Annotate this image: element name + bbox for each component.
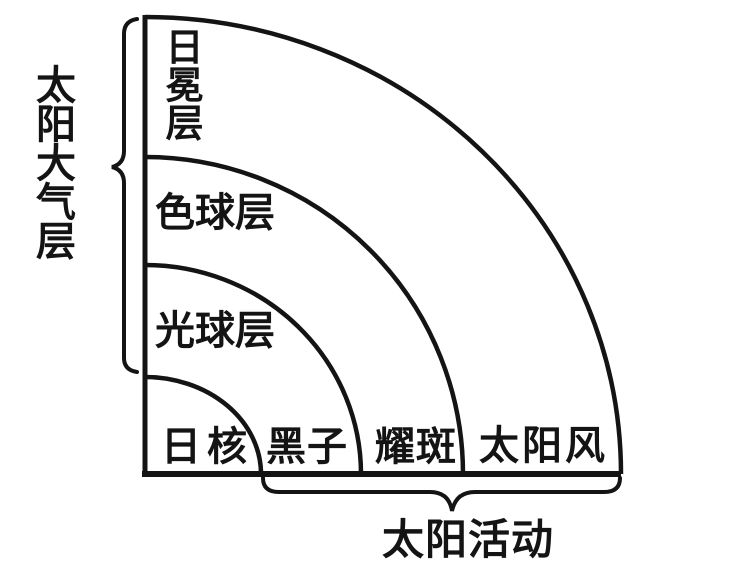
flare-label: 耀斑: [375, 423, 457, 470]
photosphere-layer-label: 光球层: [155, 307, 275, 354]
core-outer-arc: [144, 374, 264, 475]
solar-activity-group-label: 太阳活动: [382, 515, 555, 564]
corona-outer-arc: [144, 14, 624, 475]
solar-atmosphere-group-label: 太阳大气层: [29, 64, 76, 259]
photosphere-outer-arc: [144, 262, 364, 475]
activity-brace: [261, 476, 622, 512]
solar-wind-label: 太阳风: [479, 422, 608, 469]
sunspot-label: 黑子: [266, 423, 348, 470]
corona-layer-label: 日冕层: [159, 27, 204, 141]
chromosphere-layer-label: 色球层: [155, 189, 275, 236]
atmosphere-brace: [111, 17, 139, 374]
core-label: 日核: [161, 423, 253, 470]
chromosphere-outer-arc: [144, 154, 466, 475]
